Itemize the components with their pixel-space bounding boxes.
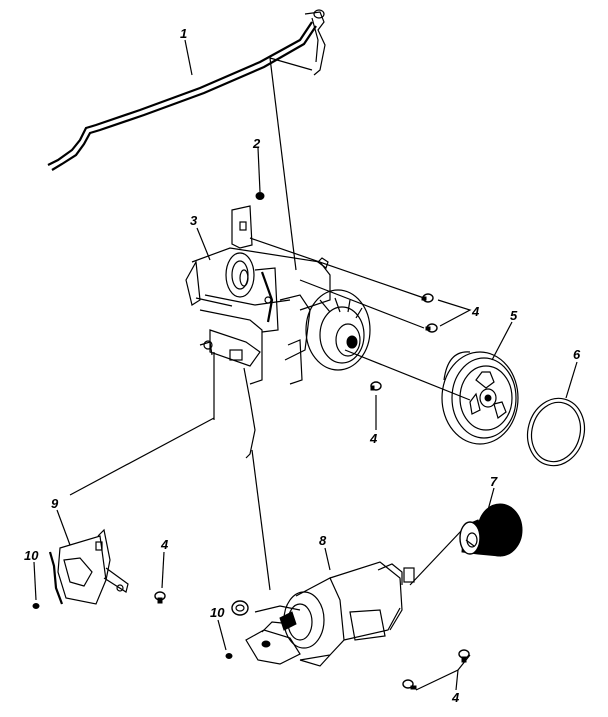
callout-4d: 4 <box>451 690 460 705</box>
callout-4c: 4 <box>160 537 169 552</box>
part-4-screws-lower <box>154 591 470 690</box>
part-2-nut <box>255 192 265 200</box>
part-9-bracket <box>32 528 129 609</box>
callout-9: 9 <box>51 496 59 511</box>
callout-10b: 10 <box>210 605 225 620</box>
part-10-fittings-lower <box>225 600 249 659</box>
callout-2: 2 <box>252 136 261 151</box>
part-6-gasket <box>526 397 586 467</box>
callout-4b: 4 <box>369 431 378 446</box>
part-1-rod <box>47 9 326 171</box>
leader-lines <box>33 39 578 691</box>
callout-10a: 10 <box>24 548 39 563</box>
callout-3: 3 <box>190 213 198 228</box>
part-5-pulley <box>441 351 519 445</box>
part-3-housing <box>185 205 371 459</box>
callout-1: 1 <box>180 26 187 41</box>
callout-7: 7 <box>490 474 498 489</box>
callout-5: 5 <box>510 308 518 323</box>
part-7-gear <box>459 503 523 557</box>
part-8-motor <box>245 561 415 667</box>
callout-8: 8 <box>319 533 327 548</box>
callout-labels: 1 2 3 4 4 4 4 5 6 7 8 9 10 10 <box>24 26 581 705</box>
callout-4a: 4 <box>471 304 480 319</box>
callout-6: 6 <box>573 347 581 362</box>
part-4-screws-upper <box>370 293 438 391</box>
